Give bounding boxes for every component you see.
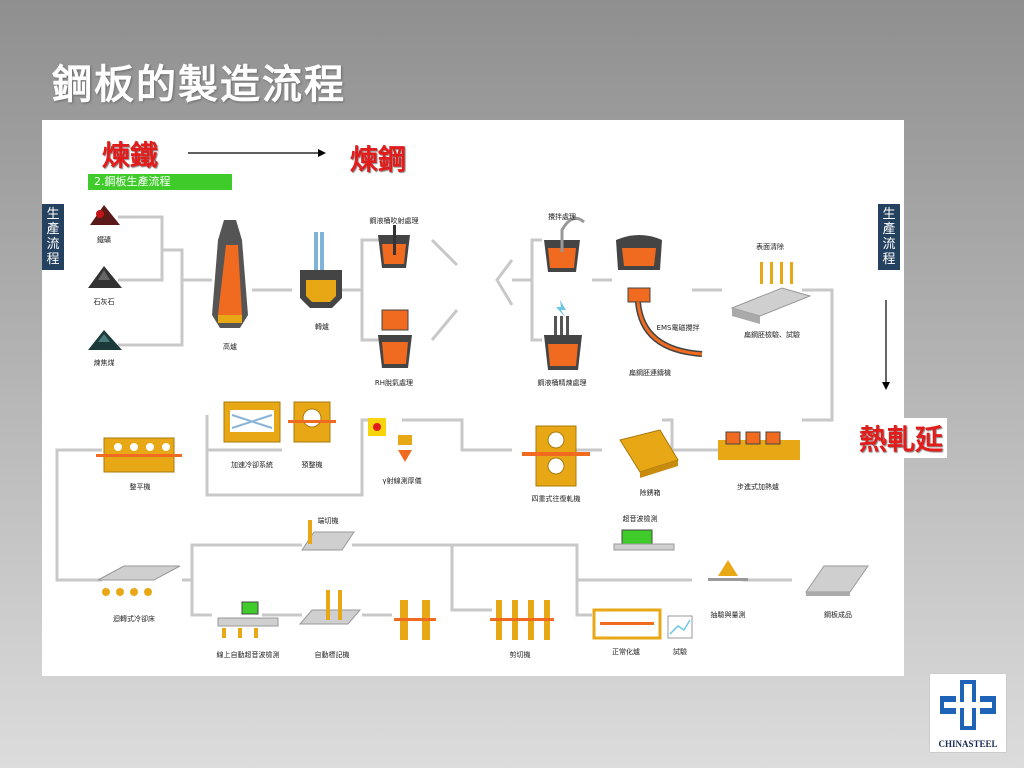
normalizing-furnace-icon (592, 608, 662, 640)
ultrasonic-test-icon (613, 529, 675, 551)
china-steel-logo-text: CHINASTEEL (938, 739, 998, 749)
label-ladle-refine: 鋼液桶精煉處理 (537, 379, 587, 387)
stirring-ladle-icon (544, 216, 585, 272)
shear-icon (394, 600, 436, 640)
label-stirring: 攪拌處理 (548, 213, 576, 221)
thickness-gauge-icon (368, 418, 412, 462)
label-product: 鋼板成品 (824, 611, 852, 619)
flow-lines (55, 215, 834, 617)
label-four-high-mill: 四重式往復軋機 (531, 495, 581, 503)
label-ut-inline: 線上自動超音波檢測 (216, 651, 280, 659)
slide-title: 鋼板的製造流程 (52, 61, 346, 108)
label-cutter: 剪切機 (509, 651, 531, 659)
label-marking: 自動標記機 (314, 651, 350, 659)
ladle-refine-icon (544, 300, 582, 370)
label-blast-furnace: 高爐 (223, 343, 237, 351)
label-reheat-furnace: 步進式加熱爐 (737, 483, 779, 491)
label-end-cut: 端切機 (317, 517, 339, 525)
marking-machine-icon (298, 590, 362, 625)
coal-pile-icon (88, 330, 122, 350)
side-tag-right: 生產流程 (878, 204, 900, 270)
china-steel-logo: CHINASTEEL (929, 673, 1007, 753)
process-diagram: 煉鐵 煉鋼 2.鋼板生產流程 生產流程 生產流程 鐵礦 石灰石 煉焦煤 高爐 轉… (42, 120, 904, 676)
label-test: 試驗 (673, 648, 687, 656)
converter-icon (300, 232, 342, 308)
accelerated-cooling-icon (223, 401, 281, 443)
stage-arrow-head (318, 149, 326, 157)
label-surface-clean: 表面清除 (756, 243, 784, 251)
product-plate-icon (805, 565, 869, 596)
measure-lamp-icon (708, 560, 748, 581)
stage-steelmaking: 煉鋼 (350, 143, 407, 176)
ladle-top-blow-icon (378, 225, 410, 268)
four-high-mill-icon (522, 425, 590, 487)
reheat-furnace-icon (718, 431, 800, 460)
label-top-blow: 鋼液桶吹射處理 (369, 217, 419, 225)
ultrasonic-inline-icon (217, 601, 279, 638)
limestone-pile-icon (88, 266, 122, 288)
label-coal: 煉焦煤 (93, 359, 115, 367)
leveler-icon (96, 437, 182, 473)
continuous-caster-icon (616, 235, 703, 357)
label-rh: RH脫氣處理 (374, 379, 414, 387)
rh-degasser-icon (378, 309, 412, 368)
down-arrow-head (882, 382, 890, 390)
test-chart-icon (667, 615, 693, 639)
ore-pile-icon (90, 205, 120, 225)
label-thickness-gauge: γ射線測厚儀 (382, 477, 422, 485)
preleveler-icon (288, 401, 336, 443)
end-cutter-icon (301, 520, 355, 551)
china-steel-logo-icon (940, 680, 996, 730)
scale-breaker-icon (619, 429, 679, 478)
cutter-icon (490, 600, 554, 640)
blast-furnace-icon (212, 220, 248, 328)
label-cooling-bed: 迴轉式冷卻床 (113, 615, 155, 623)
label-acc-cooling: 加速冷卻系統 (231, 461, 273, 469)
label-slab-inspect: 扁鋼胚檢驗、試驗 (744, 331, 800, 339)
label-caster: 扁鋼胚連鑄機 (629, 369, 671, 377)
stage-ironmaking: 煉鐵 (102, 139, 159, 172)
label-preleveler: 預整機 (301, 461, 323, 469)
slab-inspection-icon (730, 262, 812, 324)
label-ore: 鐵礦 (97, 236, 111, 244)
stage-hot-rolling: 熱軋延 (855, 418, 948, 458)
cooling-bed-icon (97, 565, 181, 596)
label-normalize: 正常化爐 (612, 648, 640, 656)
process-flow-svg (55, 149, 890, 640)
label-marking-measure: 抽驗與量測 (710, 611, 746, 619)
section-bar: 2.鋼板生產流程 (88, 174, 232, 190)
label-converter: 轉爐 (315, 323, 329, 331)
label-ut-test: 超音波檢測 (622, 515, 658, 523)
label-limestone: 石灰石 (93, 298, 115, 306)
label-leveler: 整平機 (129, 483, 151, 491)
label-scale-breaker: 除銹箱 (639, 489, 661, 497)
label-ems: EMS電磁攪拌 (656, 324, 700, 332)
side-tag-left: 生產流程 (42, 204, 64, 270)
